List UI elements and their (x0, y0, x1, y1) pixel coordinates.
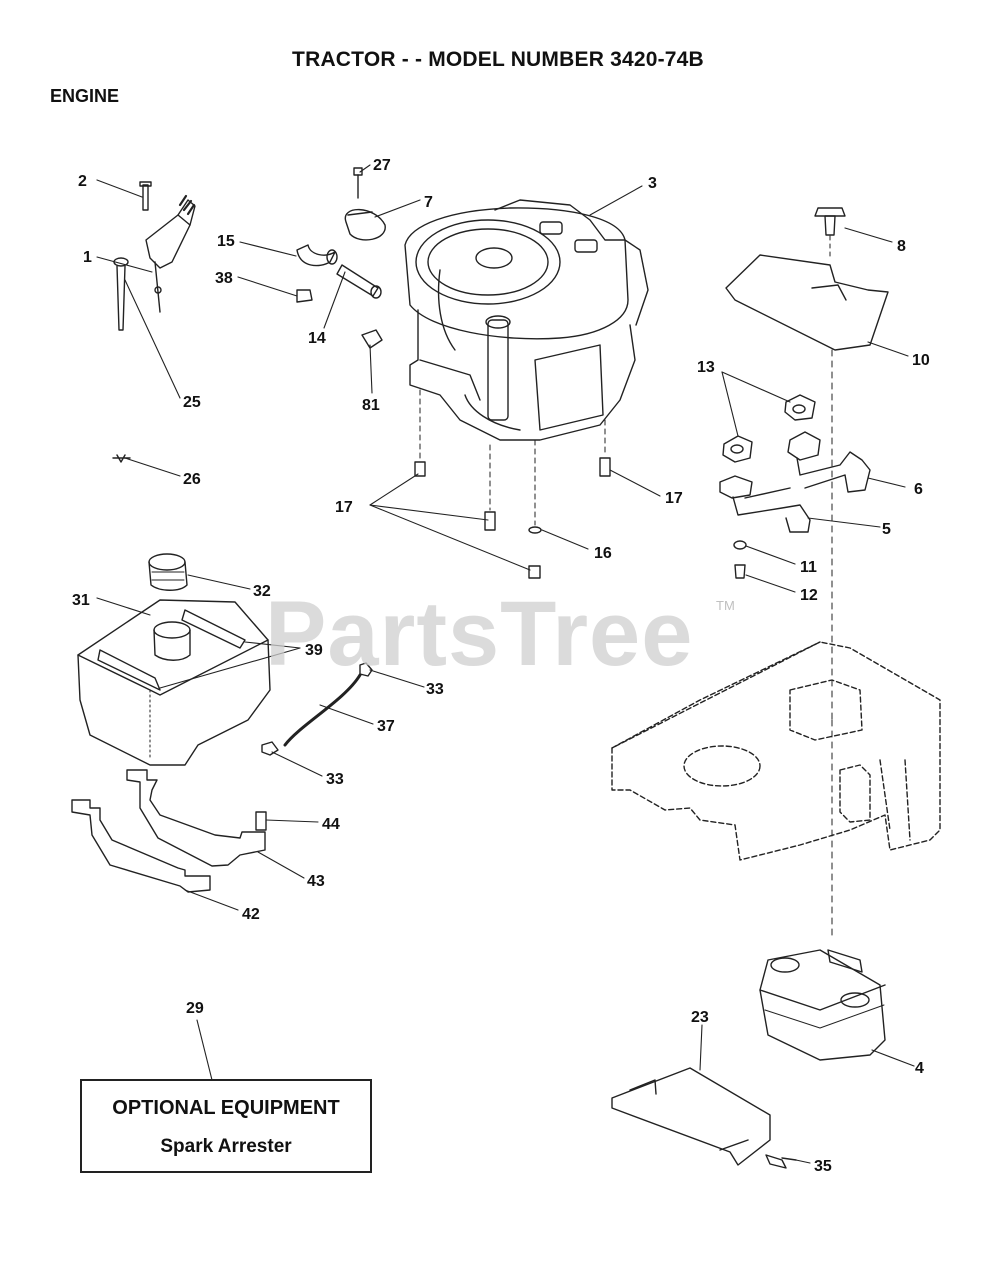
fitting-81-part (361, 329, 383, 349)
heat-shield-part (725, 207, 889, 721)
section-label: ENGINE (50, 86, 120, 106)
callout-33a: 33 (426, 681, 444, 698)
dipstick-part (112, 257, 131, 463)
callout-numbers: 1 2 3 4 5 6 7 8 10 11 12 13 14 15 16 17 … (72, 157, 930, 1175)
watermark-trademark: TM (716, 598, 735, 613)
optional-equipment-item: Spark Arrester (160, 1136, 292, 1157)
optional-equipment-box: OPTIONAL EQUIPMENT Spark Arrester (80, 1079, 372, 1173)
chassis-frame-part (611, 641, 941, 861)
callout-43: 43 (307, 873, 325, 890)
muffler-shield-part (611, 1067, 797, 1169)
callout-3: 3 (648, 175, 657, 192)
page-title: TRACTOR - - MODEL NUMBER 3420-74B (292, 48, 704, 71)
mounting-bolts-part (414, 389, 611, 579)
callout-35: 35 (814, 1158, 832, 1175)
callout-4: 4 (915, 1060, 924, 1077)
fuel-tank-part (77, 553, 271, 766)
callout-1: 1 (83, 249, 92, 266)
elbow-fitting-part (296, 244, 382, 303)
callout-10: 10 (912, 352, 930, 369)
callout-25: 25 (183, 394, 201, 411)
callout-7: 7 (424, 194, 433, 211)
callout-42: 42 (242, 906, 260, 923)
exhaust-pipes-part (719, 394, 871, 579)
callout-44: 44 (322, 816, 340, 833)
callout-32: 32 (253, 583, 271, 600)
callout-leaders (96, 164, 915, 1164)
callout-12: 12 (800, 587, 818, 604)
callout-17a: 17 (335, 499, 353, 516)
callout-6: 6 (914, 481, 923, 498)
callout-15: 15 (217, 233, 235, 250)
engine-part (404, 199, 649, 441)
callout-26: 26 (183, 471, 201, 488)
callout-17b: 17 (665, 490, 683, 507)
muffler-part (759, 719, 886, 1061)
callout-11: 11 (800, 559, 817, 576)
callout-16: 16 (594, 545, 612, 562)
callout-33b: 33 (326, 771, 344, 788)
callout-37: 37 (377, 718, 395, 735)
callout-38: 38 (215, 270, 233, 287)
callout-39: 39 (305, 642, 323, 659)
watermark-logo: PartsTree (265, 583, 694, 685)
clamp-part (344, 167, 386, 241)
callout-8: 8 (897, 238, 906, 255)
callout-27: 27 (373, 157, 391, 174)
callout-14: 14 (308, 330, 326, 347)
callout-31: 31 (72, 592, 90, 609)
callout-13: 13 (697, 359, 715, 376)
optional-equipment-heading: OPTIONAL EQUIPMENT (112, 1097, 340, 1119)
callout-5: 5 (882, 521, 891, 538)
callout-2: 2 (78, 173, 87, 190)
callout-23: 23 (691, 1009, 709, 1026)
callout-81: 81 (362, 397, 380, 414)
tank-brackets-part (71, 769, 267, 893)
callout-29: 29 (186, 1000, 204, 1017)
throttle-control-part (139, 181, 196, 313)
